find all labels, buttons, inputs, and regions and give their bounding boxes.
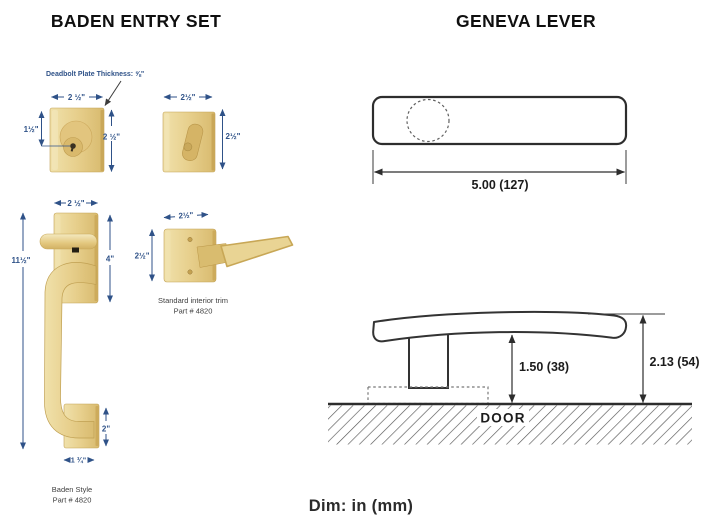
dim-handleset-plate-width: 2 ½": [67, 199, 84, 208]
dim-trim-width: 2½": [178, 210, 194, 220]
thumb-latch-paddle: [39, 233, 98, 250]
rosette-dashed: [367, 386, 489, 405]
lever-outline-top: [371, 95, 628, 146]
dim-ext-deadbolt-offset: 1½": [24, 125, 39, 134]
trim-caption-part: Part # 4820: [174, 307, 213, 316]
door-label: DOOR: [480, 411, 525, 426]
dim-handleset-plate-height: 4": [106, 255, 114, 264]
dim-handleset-overall-height: 11½": [12, 256, 31, 265]
dim-int-deadbolt-height: 2½": [226, 132, 241, 141]
geneva-side-view: DOOR 1.50 (38) 2.13 (54): [328, 310, 700, 445]
title-geneva-lever: GENEVA LEVER: [456, 11, 596, 31]
thumbturn: [182, 123, 204, 161]
dim-ext-deadbolt-width: 2 ½": [68, 93, 85, 102]
dim-int-deadbolt-width: 2½": [181, 93, 196, 102]
handleset-caption-part: Part # 4820: [53, 496, 92, 505]
latch-slot: [72, 247, 79, 253]
dim-underside-height: 1.50 (38): [519, 360, 569, 374]
handleset-grip: [44, 262, 97, 439]
title-baden-entry-set: BADEN ENTRY SET: [51, 11, 221, 31]
handleset-illustration: [39, 212, 100, 449]
deadbolt-thickness-callout: Deadbolt Plate Thickness: ⅝": [46, 71, 144, 78]
callout-arrow: [104, 80, 122, 106]
lever-stem: [408, 333, 449, 389]
spindle-hole-dashed: [406, 98, 450, 143]
interior-trim-dimensions: [149, 211, 209, 282]
dim-handleset-bottom-height: 2": [102, 425, 110, 434]
screw-icon: [187, 237, 193, 242]
dimension-units-note: Dim: in (mm): [309, 497, 413, 515]
interior-deadbolt-illustration: [162, 111, 216, 173]
lever-outline-side: [372, 310, 628, 343]
handleset-dimensions: [20, 200, 113, 463]
interior-deadbolt-dimensions: [163, 94, 226, 170]
dim-lever-length: 5.00 (127): [472, 178, 529, 192]
dim-trim-height: 2½": [135, 252, 150, 261]
interior-trim-illustration: [163, 228, 294, 283]
trim-caption-name: Standard interior trim: [158, 296, 228, 305]
dim-ext-deadbolt-height: 2 ½": [103, 133, 120, 142]
dim-handleset-bottom-width: 1 ¾": [71, 456, 86, 465]
handleset-caption-style: Baden Style: [52, 485, 92, 494]
exterior-deadbolt-dimensions: [38, 94, 115, 172]
geneva-top-view: 5.00 (127): [371, 95, 628, 192]
exterior-deadbolt-illustration: [49, 107, 105, 173]
lever-handle: [220, 235, 294, 268]
screw-icon: [187, 269, 193, 275]
dim-overall-projection: 2.13 (54): [650, 355, 700, 369]
